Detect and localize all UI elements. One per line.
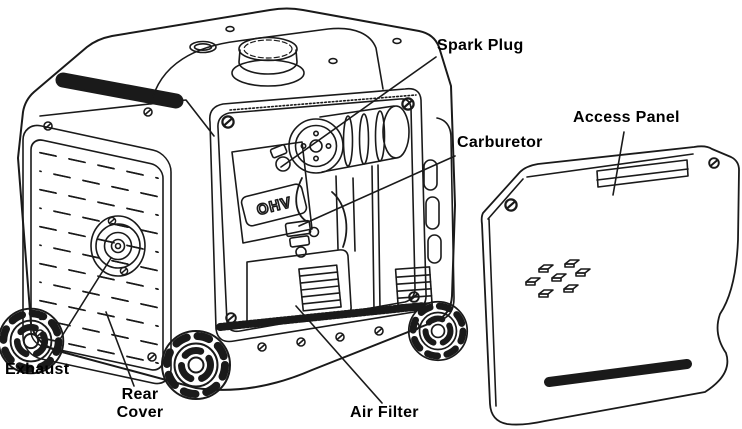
fuel-cap [231, 36, 305, 87]
carburetor-leader-line [298, 155, 456, 227]
exhaust-outlet [90, 215, 146, 277]
access-panel-vents [525, 259, 591, 298]
rear-cover-grille [22, 124, 172, 385]
access-panel-slot [544, 359, 692, 387]
carburetor-label: Carburetor [457, 134, 543, 151]
muffler-cylinder [319, 105, 410, 173]
frame-opening-outer [208, 87, 427, 343]
exhaust-label: Exhaust [5, 361, 70, 378]
frame-top-rail-hatch [229, 94, 417, 111]
access-panel-screw-left [504, 198, 518, 212]
spark-plug-leader-line [280, 56, 437, 168]
cylinder-head [231, 141, 313, 244]
access-panel-fold-lines [487, 153, 694, 407]
access-panel-outline [480, 145, 740, 426]
carry-handle [39, 72, 215, 137]
access-panel [480, 145, 740, 426]
side-grip [423, 117, 455, 320]
engine-ohv-marking: OHV [255, 194, 294, 219]
air-filter-leader-line [295, 305, 383, 404]
oil-filler-port [189, 40, 217, 54]
air-filter-label: Air Filter [350, 404, 419, 421]
generator-body: OHV [0, 7, 467, 400]
fuel-hoses [295, 177, 348, 248]
access-panel-label: Access Panel [573, 109, 680, 126]
access-panel-tab [596, 159, 689, 188]
frame-opening-inner [217, 98, 416, 333]
access-panel-leader-line [612, 131, 625, 196]
frame-rods [335, 164, 381, 311]
exhaust-leader-line [46, 257, 112, 361]
engine-compartment: OHV [208, 87, 434, 352]
right-wheel [409, 302, 467, 360]
carburetor [284, 219, 320, 258]
access-panel-screw-right [708, 157, 720, 169]
leader-lines [46, 56, 625, 404]
tank-housing-outline [150, 27, 384, 105]
rear-cover-leader-line [105, 311, 135, 387]
air-filter-box [246, 249, 352, 327]
rear-cover-label: Rear Cover [116, 386, 164, 421]
recoil-starter [288, 118, 344, 174]
frame-bolts [221, 97, 420, 324]
top-bolts [225, 25, 402, 65]
inverter-vent-box [394, 266, 434, 312]
spark-plug-label: Spark Plug [437, 37, 524, 54]
spark-plug [269, 144, 291, 172]
